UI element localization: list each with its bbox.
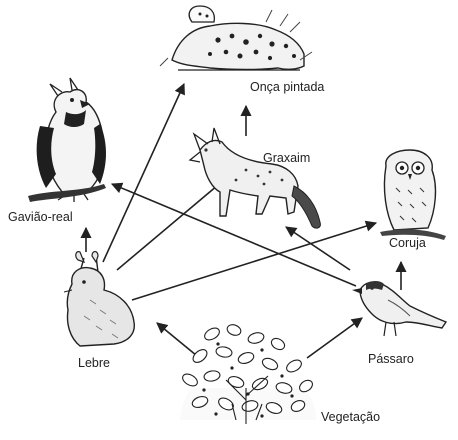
label-coruja: Coruja — [389, 236, 426, 250]
fox-icon — [190, 128, 320, 228]
vegetation-icon — [180, 323, 316, 424]
label-passaro: Pássaro — [368, 352, 414, 366]
arrow-lebre-onca — [103, 84, 184, 262]
arrow-passaro-gaviao — [112, 184, 356, 286]
arrow-vegetacao-passaro — [307, 318, 362, 358]
owl-icon — [380, 150, 446, 240]
label-onca-pintada: Onça pintada — [250, 80, 324, 94]
harpy-eagle-icon — [28, 78, 106, 202]
arrow-lebre-coruja — [132, 223, 376, 300]
jaguar-icon — [160, 6, 312, 70]
label-gaviao-real: Gavião-real — [8, 210, 73, 224]
label-lebre: Lebre — [78, 356, 110, 370]
label-vegetacao: Vegetação — [321, 410, 380, 424]
label-graxaim: Graxaim — [263, 151, 310, 165]
bird-icon — [352, 281, 446, 336]
hare-icon — [64, 252, 134, 347]
